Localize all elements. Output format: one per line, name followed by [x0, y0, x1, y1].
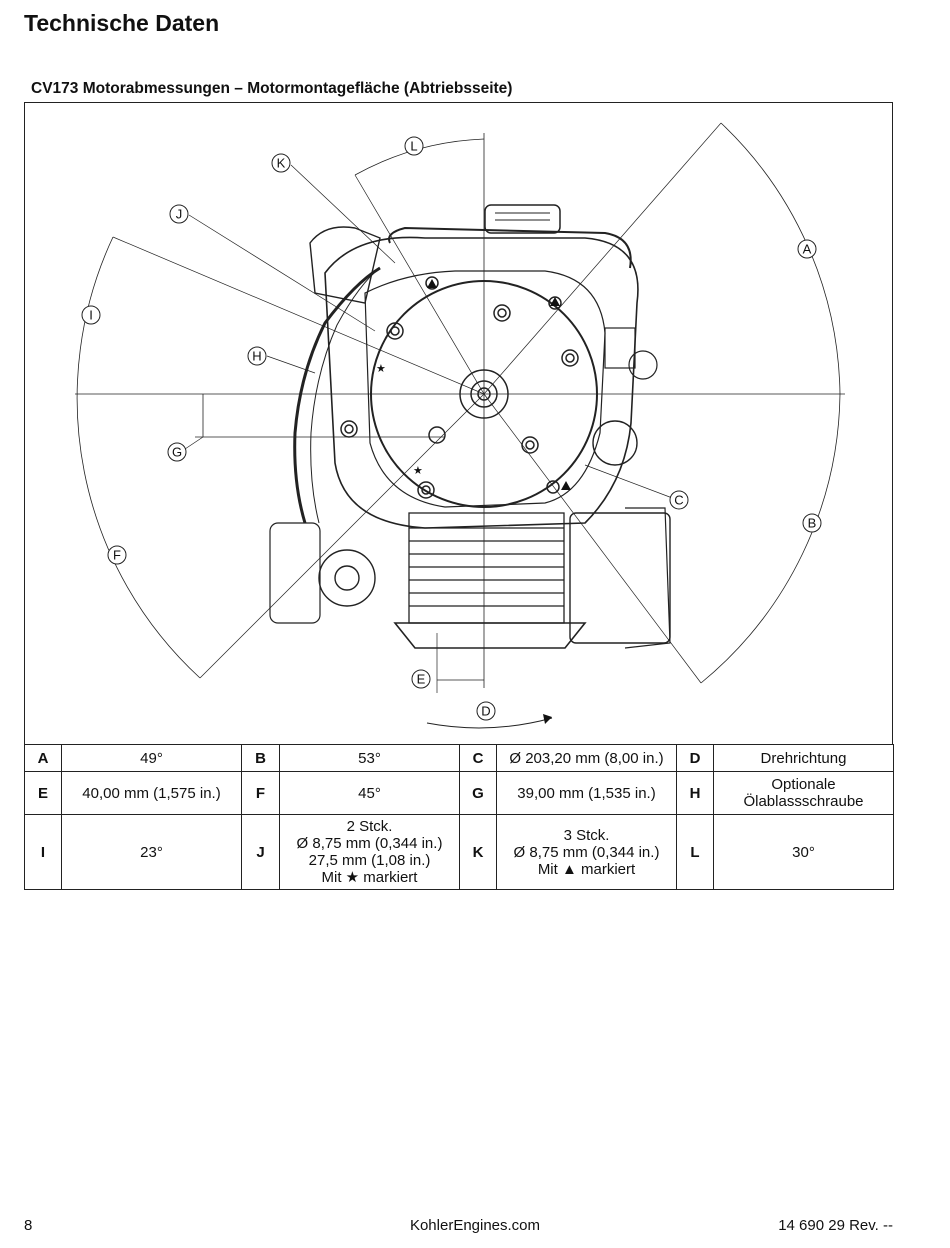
svg-text:G: G	[172, 445, 182, 460]
callout-i: I	[81, 305, 101, 325]
callout-c: C	[669, 490, 689, 510]
page-number: 8	[24, 1217, 33, 1234]
svg-text:D: D	[481, 704, 490, 719]
dimension-key: L	[676, 814, 714, 890]
dimension-key: F	[241, 771, 280, 815]
dimension-value: 49°	[61, 744, 242, 772]
dimension-key: K	[459, 814, 497, 890]
svg-text:★: ★	[376, 363, 386, 375]
dimension-value: Drehrichtung	[713, 744, 894, 772]
callout-d: D	[476, 701, 496, 721]
callout-a: A	[797, 239, 817, 259]
dimension-value: Optionale Ölablassschraube	[713, 771, 894, 815]
dimension-value: 3 Stck. Ø 8,75 mm (0,344 in.) Mit ▲ mark…	[496, 814, 677, 890]
engine-dimension-drawing: ★ ★ A B C D E F G H I J K L	[24, 102, 893, 745]
callout-k: K	[271, 153, 291, 173]
dimension-value: 30°	[713, 814, 894, 890]
dimension-value: Ø 203,20 mm (8,00 in.)	[496, 744, 677, 772]
dimension-value: 23°	[61, 814, 242, 890]
callout-b: B	[802, 513, 822, 533]
dimension-key: A	[24, 744, 62, 772]
dimension-key: E	[24, 771, 62, 815]
dimension-value: 2 Stck. Ø 8,75 mm (0,344 in.) 27,5 mm (1…	[279, 814, 460, 890]
callout-f: F	[107, 545, 127, 565]
callout-h: H	[247, 346, 267, 366]
svg-text:J: J	[176, 207, 183, 222]
callout-e: E	[411, 669, 431, 689]
website-link[interactable]: KohlerEngines.com	[409, 1217, 541, 1234]
svg-text:I: I	[89, 308, 93, 323]
svg-text:★: ★	[413, 465, 423, 477]
page-title: Technische Daten	[24, 10, 220, 36]
engine-drawing-svg: ★ ★ A B C D E F G H I J K L	[75, 122, 845, 729]
svg-text:A: A	[803, 242, 812, 257]
svg-text:H: H	[252, 349, 261, 364]
dimension-value: 40,00 mm (1,575 in.)	[61, 771, 242, 815]
document-number: 14 690 29 Rev. --	[778, 1217, 893, 1234]
svg-text:F: F	[113, 548, 121, 563]
svg-text:K: K	[277, 156, 286, 171]
dimension-value: 53°	[279, 744, 460, 772]
section-title: CV173 Motorabmessungen – Motormontageflä…	[31, 80, 513, 97]
svg-text:B: B	[808, 516, 817, 531]
svg-text:E: E	[417, 672, 426, 687]
callout-g: G	[167, 442, 187, 462]
svg-text:L: L	[410, 139, 417, 154]
dimension-key: I	[24, 814, 62, 890]
dimension-key: H	[676, 771, 714, 815]
svg-text:C: C	[674, 493, 683, 508]
dimension-key: C	[459, 744, 497, 772]
dimension-value: 45°	[279, 771, 460, 815]
dimension-key: D	[676, 744, 714, 772]
dimension-key: J	[241, 814, 280, 890]
callout-l: L	[404, 136, 424, 156]
dimension-key: B	[241, 744, 280, 772]
dimension-key: G	[459, 771, 497, 815]
dimension-value: 39,00 mm (1,535 in.)	[496, 771, 677, 815]
callout-j: J	[169, 204, 189, 224]
